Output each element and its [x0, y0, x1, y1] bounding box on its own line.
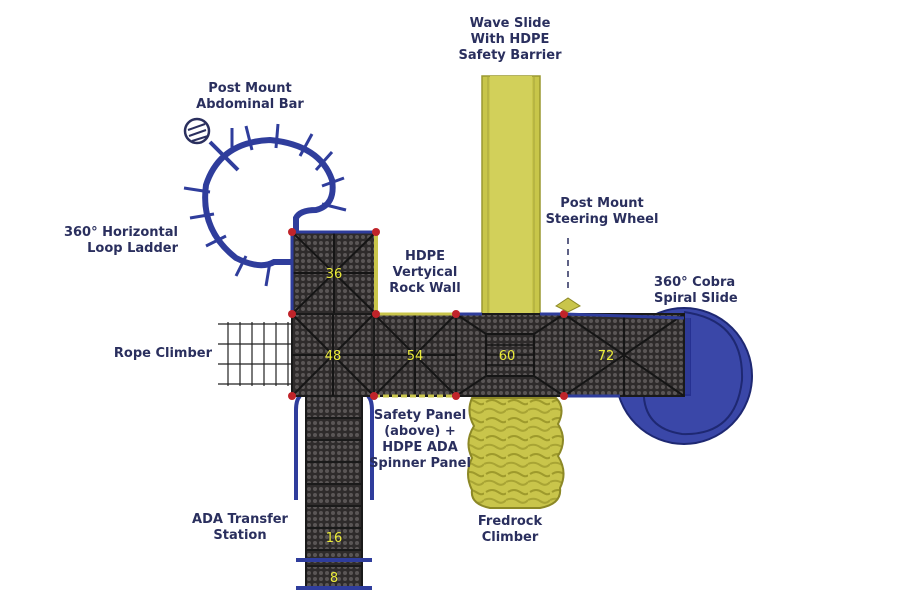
deck-rails	[290, 230, 685, 398]
fredrock-climber	[467, 397, 565, 509]
label-rock-wall: HDPE Vertyical Rock Wall	[389, 249, 461, 296]
label-rope-climber: Rope Climber	[113, 346, 212, 361]
label-cobra-slide: 360° Cobra Spiral Slide	[654, 275, 738, 306]
deck-height-right: 72	[598, 349, 615, 364]
deck-posts	[288, 228, 568, 400]
label-steering-wheel: Post Mount Steering Wheel	[545, 196, 659, 227]
loop-ladder	[183, 123, 347, 287]
wave-slide	[481, 75, 541, 317]
deck-right	[563, 313, 685, 397]
deck-center	[455, 313, 565, 397]
deck-height-labels: 36 48 54 60 72 16 8	[325, 267, 615, 586]
ada-transfer-station	[294, 394, 374, 590]
label-fredrock: Fredrock Climber	[477, 514, 543, 545]
steering-wheel-icon	[555, 238, 581, 313]
rope-climber-icon	[218, 322, 294, 386]
label-ada-transfer: ADA Transfer Station	[192, 512, 288, 543]
abdominal-bar-icon	[183, 117, 240, 172]
deck-height-center: 60	[499, 349, 516, 364]
label-wave-slide: Wave Slide With HDPE Safety Barrier	[458, 16, 562, 63]
deck-height-top: 36	[326, 267, 343, 282]
label-loop-ladder: 360° Horizontal Loop Ladder	[63, 225, 178, 256]
deck-left	[291, 313, 375, 397]
deck-height-left: 48	[325, 349, 342, 364]
deck-height-step2: 8	[330, 571, 338, 586]
label-abdominal-bar: Post Mount Abdominal Bar	[196, 81, 304, 112]
deck-height-step1: 16	[326, 531, 343, 546]
deck-top	[291, 231, 377, 315]
deck-height-mid: 54	[407, 349, 424, 364]
label-safety-panel: Safety Panel (above) + HDPE ADA Spinner …	[369, 408, 471, 471]
